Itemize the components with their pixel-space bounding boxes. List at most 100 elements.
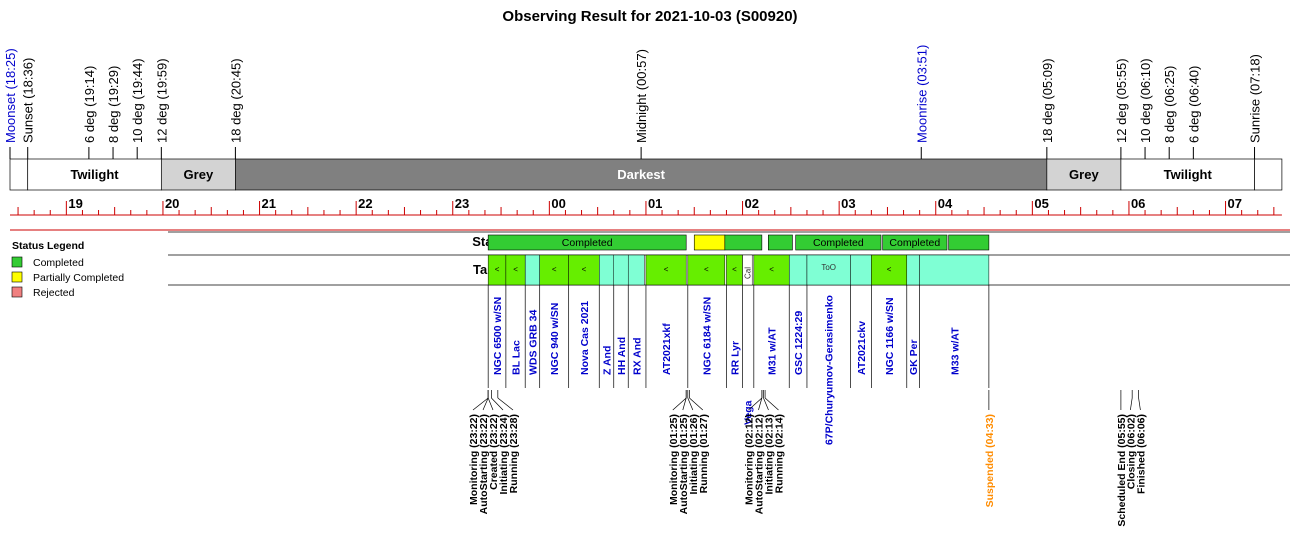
target-block-hh-and [613, 254, 629, 286]
target-mark-ngc-6184-w-sn: < [704, 265, 709, 274]
bottom-event-label-autostarting-01-25: AutoStarting (01:25) [678, 414, 690, 514]
target-name-z-and: Z And [602, 346, 614, 375]
top-event-label-18-deg-05-09: 18 deg (05:09) [1040, 58, 1055, 143]
legend-label-rejected: Rejected [33, 287, 75, 299]
target-name-m33-w-at: M33 w/AT [949, 327, 961, 375]
target-mark-m31-w-at: < [769, 265, 774, 274]
target-mark-ngc-1166-w-sn: < [887, 265, 892, 274]
target-name-ngc-940-w-sn: NGC 940 w/SN [549, 303, 561, 375]
bottom-event-leader-created-23-22 [487, 397, 494, 411]
target-mark-rr-lyr: < [732, 265, 737, 274]
top-event-label-12-deg-19-59: 12 deg (19:59) [154, 58, 169, 143]
hour-tick-label-00: 00 [551, 196, 565, 211]
status-segment-4-completed [795, 234, 882, 251]
top-event-label-sunrise-07-18: Sunrise (07:18) [1248, 54, 1263, 143]
target-block-gsc-1224-29 [788, 254, 808, 286]
target-block-ngc-940-w-sn [539, 254, 569, 286]
bottom-event-leader-monitoring-02-12 [748, 397, 763, 411]
sky-band-5-twilight [1120, 158, 1255, 191]
bottom-event-leader-autostarting-02-12 [758, 397, 763, 411]
sky-band-3-darkest [235, 158, 1048, 191]
target-name-bl-lac: BL Lac [511, 340, 523, 375]
top-event-label-18-deg-20-45: 18 deg (20:45) [228, 58, 243, 143]
target-block-wds-grb-34 [524, 254, 540, 286]
target-name-wds-grb-34: WDS GRB 34 [527, 309, 539, 375]
bottom-event-leader-finished-06-06 [1138, 397, 1141, 411]
bottom-event-leader-monitoring-01-25 [672, 397, 687, 411]
target-name-nova-cas-2021: Nova Cas 2021 [579, 301, 591, 375]
top-event-label-12-deg-05-55: 12 deg (05:55) [1114, 58, 1129, 143]
target-mark-bl-lac: < [513, 265, 518, 274]
hour-tick-label-03: 03 [841, 196, 855, 211]
target-mark-67p-churyumov-gerasimenko: ToO [821, 263, 836, 272]
hour-tick-label-05: 05 [1034, 196, 1048, 211]
bottom-event-leader-running-02-14 [764, 397, 779, 411]
status-segment-1-partially-completed [693, 234, 726, 251]
target-name-gk-per: GK Per [908, 339, 920, 375]
bottom-event-label-suspended-04-33: Suspended (04:33) [984, 414, 996, 507]
target-name-m31-w-at: M31 w/AT [767, 327, 779, 375]
top-event-label-6-deg-19-14: 6 deg (19:14) [82, 66, 97, 143]
status-segment-5-completed [882, 234, 948, 251]
bottom-event-leader-initiating-02-13 [763, 397, 769, 411]
bottom-event-leader-initiating-23-24 [491, 397, 504, 411]
hour-tick-label-20: 20 [165, 196, 179, 211]
hour-tick-label-07: 07 [1228, 196, 1242, 211]
target-name-ngc-6184-w-sn: NGC 6184 w/SN [701, 297, 713, 375]
bottom-event-label-monitoring-01-25: Monitoring (01:25) [668, 414, 680, 505]
target-name-at2021xkf: AT2021xkf [661, 323, 673, 375]
target-block-m33-w-at [919, 254, 990, 286]
sky-band-0 [9, 158, 29, 191]
bottom-event-leader-initiating-01-26 [687, 397, 694, 411]
top-event-label-8-deg-06-25: 8 deg (06:25) [1162, 66, 1177, 143]
target-mark-vega: Cal [743, 267, 752, 279]
top-event-label-10-deg-06-10: 10 deg (06:10) [1138, 58, 1153, 143]
status-segment-6-completed [948, 234, 990, 251]
sky-band-1-twilight [27, 158, 162, 191]
target-name-67p-churyumov-gerasimenko: 67P/Churyumov-Gerasimenko [824, 295, 836, 445]
target-name-gsc-1224-29: GSC 1224:29 [793, 311, 805, 375]
hour-tick-label-22: 22 [358, 196, 372, 211]
sky-band-label-4: Grey [1069, 167, 1099, 182]
bottom-event-label-autostarting-02-12: AutoStarting (02:12) [753, 414, 765, 514]
legend-label-completed: Completed [33, 257, 84, 269]
status-segment-label-0: Completed [562, 237, 613, 249]
bottom-event-label-initiating-23-24: Initiating (23:24) [498, 414, 510, 495]
target-block-67p-churyumov-gerasimenko [806, 254, 851, 286]
hour-tick-label-23: 23 [455, 196, 469, 211]
bottom-event-label-monitoring-23-22: Monitoring (23:22) [468, 414, 480, 505]
bottom-event-label-monitoring-02-12: Monitoring (02:12) [743, 414, 755, 505]
top-event-label-sunset-18-36: Sunset (18:36) [21, 58, 36, 143]
sky-band-4-grey [1046, 158, 1122, 191]
hour-tick-label-01: 01 [648, 196, 662, 211]
top-event-label-8-deg-19-29: 8 deg (19:29) [106, 66, 121, 143]
bottom-event-label-closing-06-02: Closing (06:02) [1125, 414, 1137, 489]
target-block-vega [742, 254, 753, 286]
legend-swatch-completed [11, 256, 23, 268]
targets-group: < NGC 6500 w/SN < BL Lac WDS GRB 34 < NGC 940 … [487, 254, 990, 445]
target-name-ngc-6500-w-sn: NGC 6500 w/SN [492, 297, 504, 375]
status-segment-label-4: Completed [813, 237, 864, 249]
sky-band-label-2: Grey [184, 167, 214, 182]
target-mark-nova-cas-2021: < [582, 265, 587, 274]
bottom-event-leader-monitoring-23-22 [472, 397, 489, 411]
target-block-m31-w-at [753, 254, 790, 286]
hour-tick-label-21: 21 [262, 196, 276, 211]
bottom-event-label-created-23-22: Created (23:22) [488, 414, 500, 490]
top-event-label-moonrise-03-51: Moonrise (03:51) [914, 45, 929, 143]
target-name-rx-and: RX And [631, 337, 643, 375]
legend-swatch-rejected [11, 286, 23, 298]
top-event-label-6-deg-06-40: 6 deg (06:40) [1186, 66, 1201, 143]
target-mark-ngc-940-w-sn: < [552, 265, 557, 274]
sky-band-label-5: Twilight [1164, 167, 1213, 182]
top-event-label-midnight-00-57: Midnight (00:57) [634, 49, 649, 143]
hour-tick-label-04: 04 [938, 196, 953, 211]
target-block-ngc-6184-w-sn [687, 254, 726, 286]
top-event-label-10-deg-19-44: 10 deg (19:44) [130, 58, 145, 143]
target-mark-at2021xkf: < [664, 265, 669, 274]
target-block-at2021ckv [850, 254, 872, 286]
sky-band-6 [1254, 158, 1283, 191]
